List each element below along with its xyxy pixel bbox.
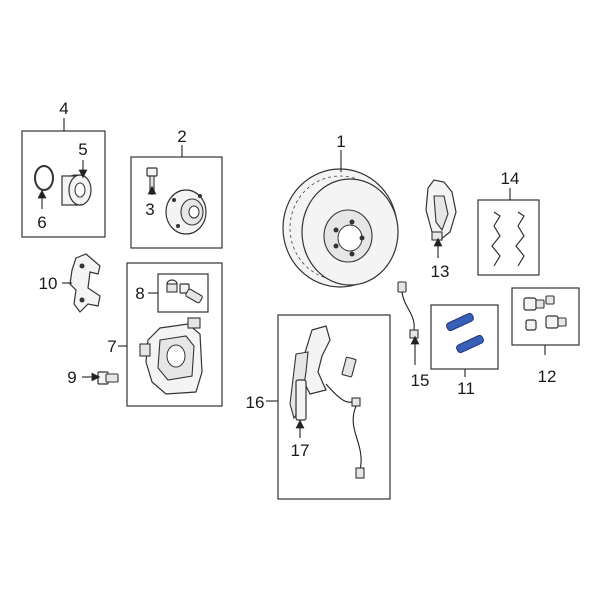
- part-14-pad-clips[interactable]: [491, 211, 525, 267]
- part-13-brake-pad[interactable]: [425, 179, 457, 241]
- callout-14: 14: [501, 169, 520, 188]
- callout-4: 4: [59, 99, 68, 118]
- part-6-snap-ring[interactable]: [34, 165, 54, 191]
- callout-12: 12: [538, 367, 557, 386]
- callout-1: 1: [336, 132, 345, 151]
- callout-11: 11: [457, 379, 475, 398]
- callout-13: 13: [431, 262, 450, 281]
- part-2-hub[interactable]: [165, 189, 207, 235]
- callout-2: 2: [177, 127, 186, 146]
- callout-7: 7: [107, 337, 116, 356]
- part-1-rotor[interactable]: [282, 168, 399, 288]
- part-15-wear-sensor[interactable]: [397, 281, 419, 339]
- callout-16: 16: [246, 393, 265, 412]
- callout-17: 17: [291, 441, 310, 460]
- callout-10: 10: [39, 274, 58, 293]
- part-5-bearing[interactable]: [61, 174, 92, 206]
- callout-6: 6: [37, 213, 46, 232]
- part-12-boots[interactable]: [523, 295, 567, 331]
- part-7-caliper[interactable]: [139, 317, 203, 395]
- box-7: [126, 262, 223, 407]
- callout-5: 5: [78, 140, 87, 159]
- callout-9: 9: [67, 368, 76, 387]
- callout-3: 3: [145, 200, 154, 219]
- box-14: [477, 199, 540, 276]
- part-8-guide-pins[interactable]: [166, 279, 203, 304]
- callout-15: 15: [411, 371, 430, 390]
- box-2: [130, 156, 223, 249]
- part-3-stud[interactable]: [146, 167, 158, 191]
- callout-8: 8: [135, 284, 144, 303]
- part-11-guide-pins[interactable]: [446, 312, 485, 354]
- part-9-bolt[interactable]: [97, 371, 119, 385]
- box-11: [430, 304, 499, 370]
- box-16: [277, 314, 391, 500]
- part-10-bracket[interactable]: [69, 253, 101, 313]
- part-17-bracket[interactable]: [295, 379, 307, 421]
